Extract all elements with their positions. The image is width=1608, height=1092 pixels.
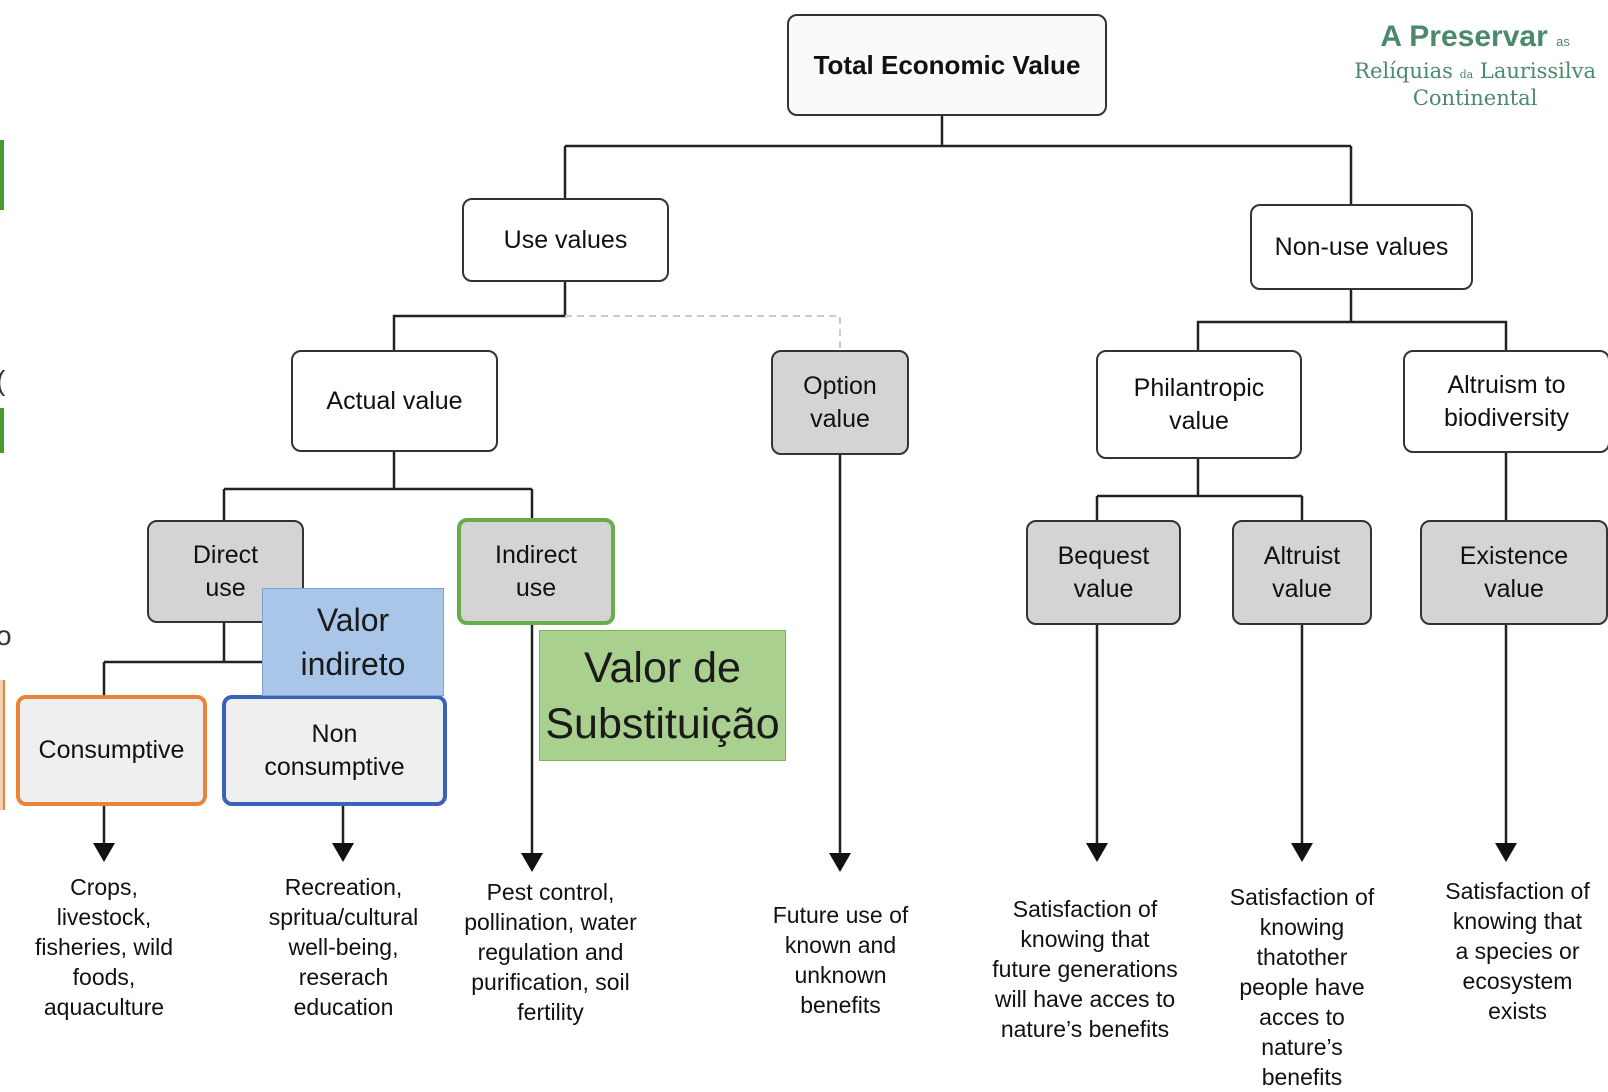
edge-orange-box (0, 680, 5, 810)
desc-altruist-value: Satisfaction of knowing thatother people… (1229, 884, 1375, 1090)
desc-bequest-value: Satisfaction of knowing that future gene… (992, 896, 1178, 1042)
logo-line1-small: as (1556, 34, 1570, 49)
desc-non-consumptive: Recreation, spritua/cultural well-being,… (268, 874, 419, 1020)
node-non-consumptive: Non consumptive (222, 695, 447, 806)
node-altruism-to-biodiversity: Altruism to biodiversity (1403, 350, 1608, 453)
node-non-use-values: Non-use values (1250, 204, 1473, 290)
logo-line3: Continental (1412, 86, 1538, 110)
node-indirect-use: Indirect use (457, 518, 615, 625)
node-bequest-value: Bequest value (1026, 520, 1181, 625)
node-use-values: Use values (462, 198, 669, 282)
node-consumptive: Consumptive (16, 695, 207, 806)
desc-consumptive: Crops, livestock, fisheries, wild foods,… (34, 874, 174, 1020)
node-direct-use: Direct use (147, 520, 304, 623)
logo-line2b: Laurissilva (1479, 59, 1596, 83)
edge-bar-mid (0, 408, 10, 453)
edge-bar-top (0, 140, 10, 210)
logo: A Preservar as Relíquias da Laurissilva … (1354, 20, 1596, 109)
overlay-valor-indireto: Valor indireto (262, 588, 444, 696)
node-altruist-value: Altruist value (1232, 520, 1372, 625)
desc-indirect-use: Pest control, pollination, water regulat… (464, 879, 637, 1025)
edge-fragment-b: o (0, 620, 12, 651)
node-total-economic-value: Total Economic Value (787, 14, 1107, 116)
logo-line2-small: da (1459, 68, 1474, 81)
node-actual-value: Actual value (291, 350, 498, 452)
node-existence-value: Existence value (1420, 520, 1608, 625)
desc-option-value: Future use of known and unknown benefits (772, 902, 909, 1018)
logo-line1: A Preservar (1380, 20, 1548, 53)
node-option-value: Option value (771, 350, 909, 455)
desc-existence-value: Satisfaction of knowing that a species o… (1445, 878, 1590, 1024)
edge-fragment-a: ( (0, 365, 5, 397)
logo-line2a: Relíquias (1354, 59, 1453, 83)
node-philantropic-value: Philantropic value (1096, 350, 1302, 459)
overlay-valor-de-substituicao: Valor de Substituição (539, 630, 786, 761)
